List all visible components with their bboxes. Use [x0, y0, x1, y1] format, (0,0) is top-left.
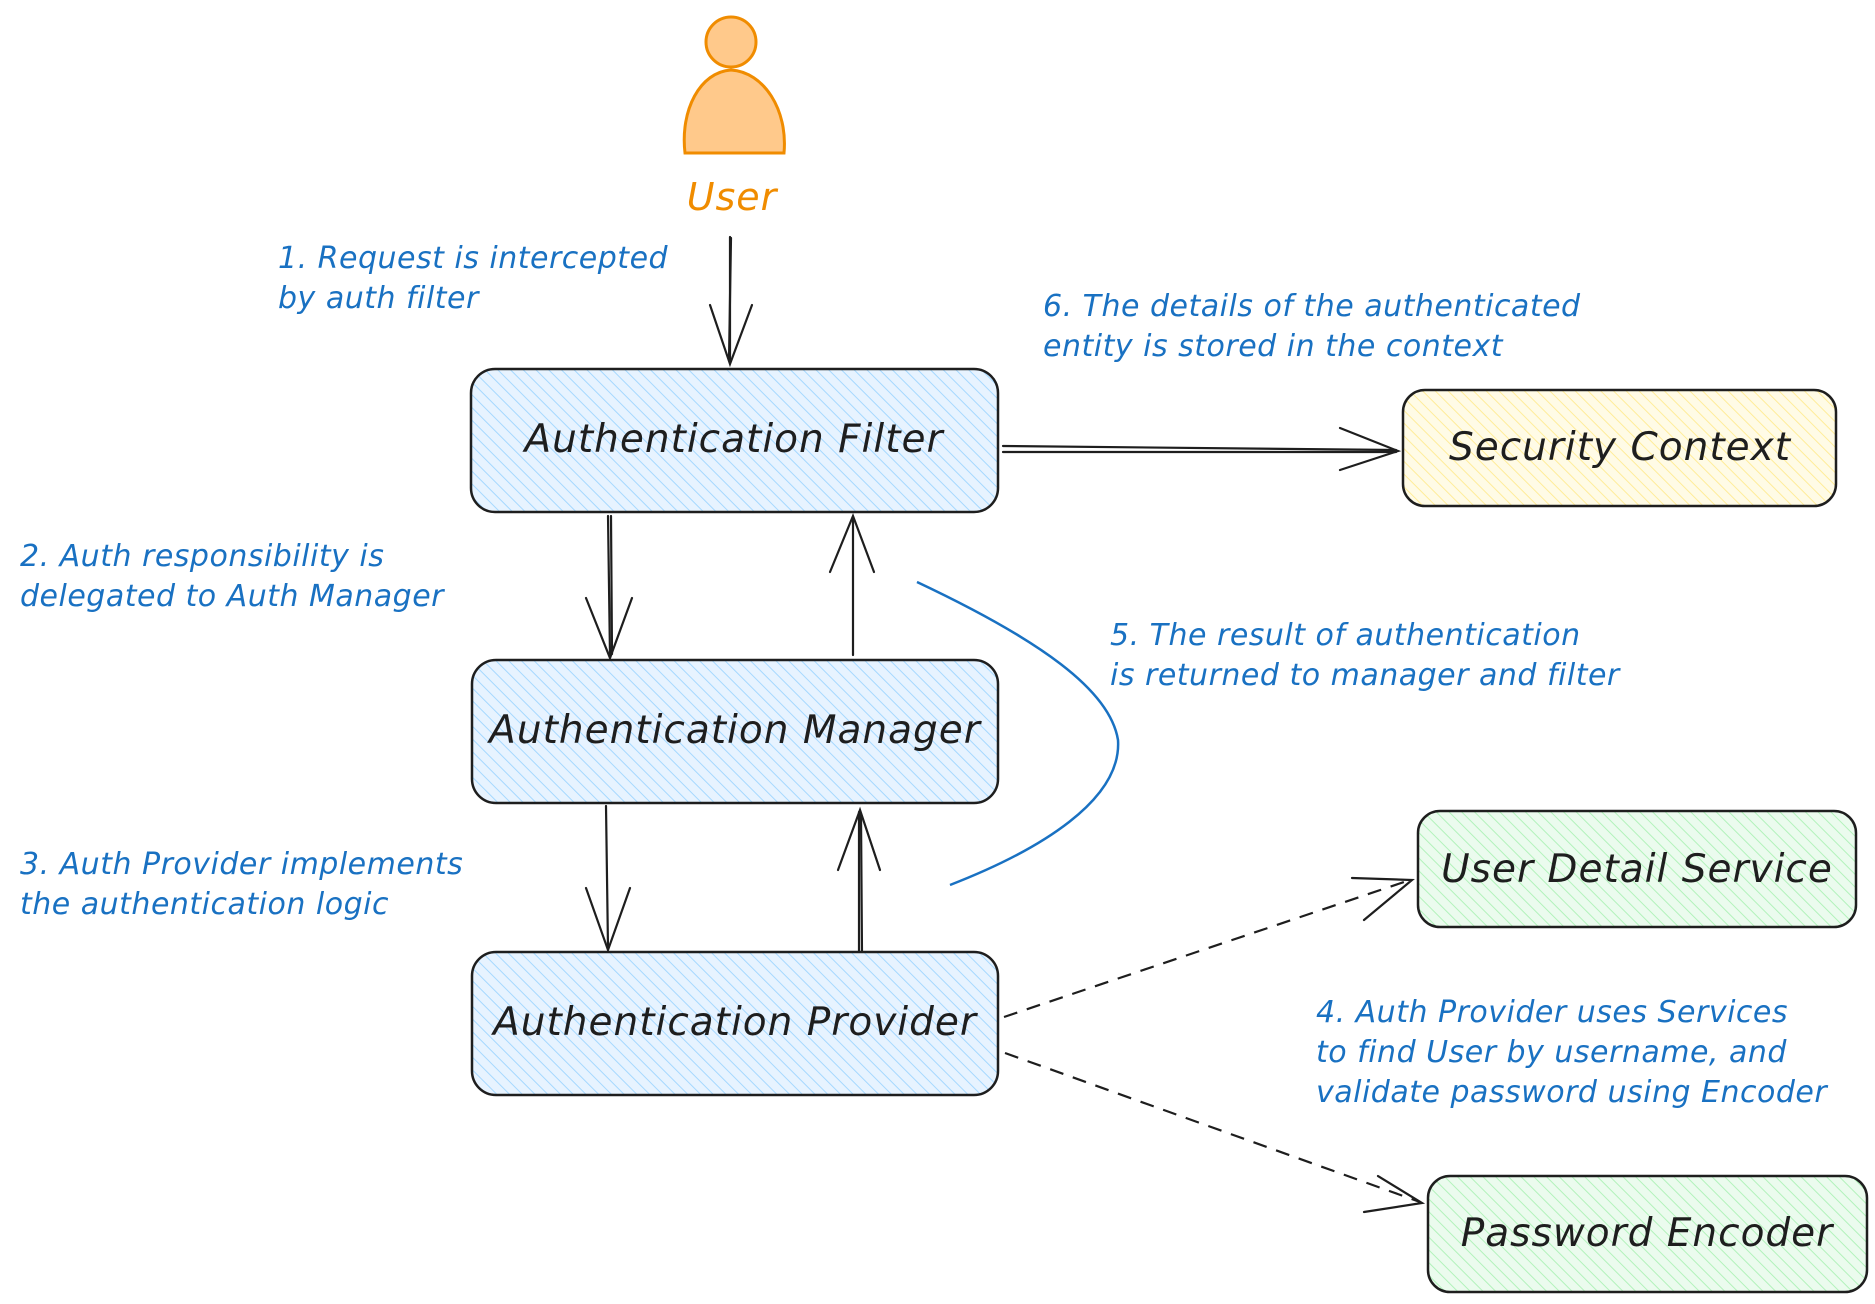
note-step-1-line: by auth filter [278, 281, 480, 316]
note-step-3-line: the authentication logic [20, 887, 389, 922]
user-detail-service-label: User Detail Service [1441, 847, 1833, 892]
note-step-1: 1. Request is intercepted by auth filter [278, 241, 678, 316]
box-authentication-provider: Authentication Provider [470, 950, 1000, 1097]
person-icon [682, 15, 786, 155]
box-password-encoder: Password Encoder [1426, 1174, 1869, 1294]
arrow-filter-to-security-context [1001, 426, 1402, 472]
user-label: User [687, 175, 779, 219]
arrow-provider-to-manager [836, 806, 882, 957]
arrow-provider-to-user-detail-service [1003, 876, 1415, 1019]
box-authentication-manager: Authentication Manager [470, 658, 1000, 805]
security-context-label: Security Context [1449, 425, 1792, 470]
password-encoder-label: Password Encoder [1461, 1211, 1835, 1256]
note-step-5: 5. The result of authentication is retur… [1110, 618, 1621, 693]
box-security-context: Security Context [1401, 388, 1838, 508]
note-step-2-line: delegated to Auth Manager [20, 579, 445, 614]
note-step-5-line: is returned to manager and filter [1110, 658, 1621, 693]
note-step-3: 3. Auth Provider implements the authenti… [20, 847, 473, 922]
arrow-provider-to-password-encoder [1004, 1051, 1426, 1214]
arrow-manager-to-filter [828, 512, 876, 657]
authentication-provider-label: Authentication Provider [490, 1000, 979, 1045]
box-authentication-filter: Authentication Filter [469, 367, 1000, 514]
note-step-4-line: to find User by username, and [1316, 1035, 1787, 1070]
authentication-manager-label: Authentication Manager [486, 708, 983, 753]
user-actor: User [682, 15, 786, 219]
note-step-2: 2. Auth responsibility is delegated to A… [20, 539, 445, 614]
note-step-4-line: 4. Auth Provider uses Services [1316, 995, 1788, 1030]
note-step-5-line: 5. The result of authentication [1110, 618, 1581, 653]
note-step-6: 6. The details of the authenticated enti… [1043, 289, 1591, 364]
authentication-filter-label: Authentication Filter [521, 417, 945, 462]
arrow-manager-to-provider [584, 804, 632, 954]
arrow-filter-to-manager [584, 514, 634, 662]
return-curve [916, 580, 1120, 887]
note-step-4-line: validate password using Encoder [1316, 1075, 1828, 1110]
connectors [584, 235, 1426, 1214]
arrow-user-to-filter [708, 235, 754, 368]
note-step-2-line: 2. Auth responsibility is [20, 539, 384, 574]
box-user-detail-service: User Detail Service [1416, 809, 1858, 929]
note-step-6-line: entity is stored in the context [1043, 329, 1504, 364]
note-step-4: 4. Auth Provider uses Services to find U… [1316, 995, 1828, 1110]
note-step-6-line: 6. The details of the authenticated [1043, 289, 1581, 324]
note-step-3-line: 3. Auth Provider implements [20, 847, 463, 882]
note-step-1-line: 1. Request is intercepted [278, 241, 669, 276]
